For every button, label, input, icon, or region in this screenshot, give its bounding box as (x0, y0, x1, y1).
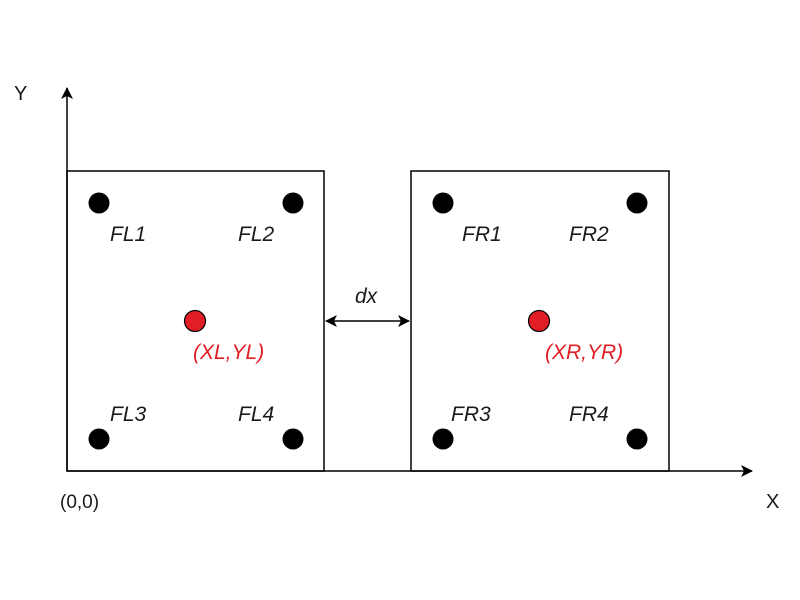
right-center-point (527, 309, 551, 333)
foot-fl4-marker (282, 428, 304, 450)
foot-fr1-marker (432, 192, 454, 214)
foot-fr4-marker (626, 428, 648, 450)
foot-fl2-label: FL2 (238, 223, 275, 246)
gap-label: dx (355, 285, 379, 308)
foot-fr4-label: FR4 (569, 403, 609, 426)
right-box: FR1 FR2 FR3 FR4 (XR,YR) (410, 170, 670, 472)
origin-label: (0,0) (60, 492, 99, 513)
left-center-label: (XL,YL) (193, 341, 264, 364)
foot-fr2-label: FR2 (569, 223, 609, 246)
foot-fl3-label: FL3 (110, 403, 147, 426)
left-box-outline (66, 170, 325, 472)
right-center-label: (XR,YR) (545, 341, 623, 364)
right-box-outline (410, 170, 670, 472)
foot-fr3-label: FR3 (451, 403, 491, 426)
gap-indicator: dx (325, 285, 410, 327)
foot-fl2-marker (282, 192, 304, 214)
foot-fr1-label: FR1 (462, 223, 502, 246)
foot-fl4-label: FL4 (238, 403, 274, 426)
foot-fl3-marker (88, 428, 110, 450)
foot-fl1-marker (88, 192, 110, 214)
foot-fl1-label: FL1 (110, 223, 146, 246)
left-center-point (183, 309, 207, 333)
left-box: FL1 FL2 FL3 FL4 (XL,YL) (66, 170, 325, 472)
x-axis-label: X (766, 491, 779, 513)
foot-fr3-marker (432, 428, 454, 450)
y-axis-label: Y (14, 83, 27, 105)
foot-fr2-marker (626, 192, 648, 214)
